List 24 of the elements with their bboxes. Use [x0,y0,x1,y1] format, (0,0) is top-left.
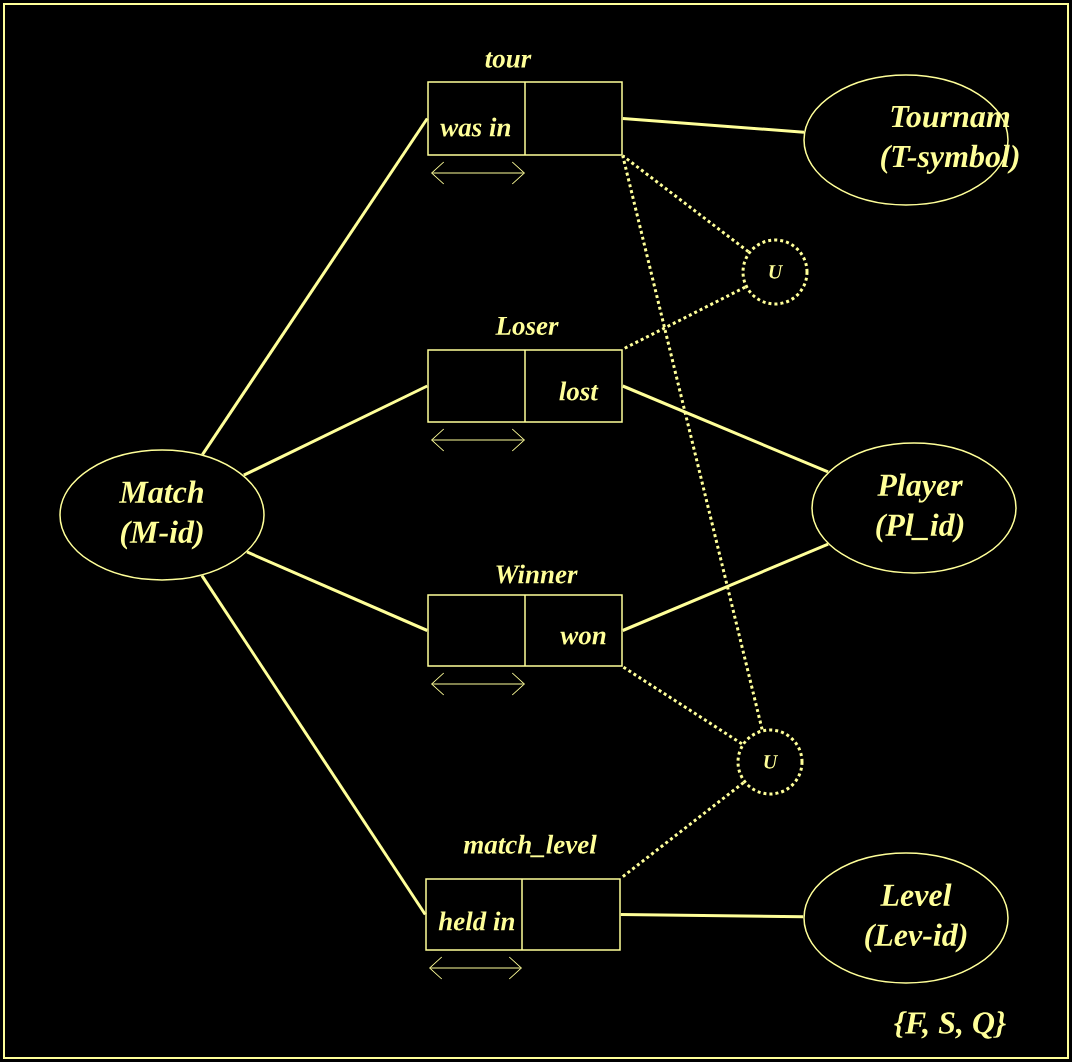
uniqueness-link [622,285,746,351]
connector-line [200,574,427,916]
uniqueness-link [619,781,745,880]
connector-line [243,384,428,477]
connector-line [622,117,805,134]
fact-type-name: tour [485,52,532,68]
uniqueness-link [621,665,743,746]
uniqueness-link [621,154,750,253]
fact-type-box: won [427,594,623,667]
value-constraint: {F, S, Q} [894,1011,1006,1039]
connector-line [201,117,429,456]
fact-type-box: lost [427,349,623,423]
connector-line [622,384,829,474]
fact-type-box: held in [425,878,621,951]
fact-type-box: was in [427,81,623,156]
uniqueness-link [621,155,764,730]
uniqueness-constraint: U [736,728,804,796]
connector-line [246,550,428,632]
fact-type-name: match_level [463,834,597,858]
fact-type-name: Winner [496,564,578,584]
fact-type-name: Loser [495,317,559,335]
connector-line [622,542,829,632]
uniqueness-constraint: U [741,238,809,306]
connector-line [620,913,804,919]
